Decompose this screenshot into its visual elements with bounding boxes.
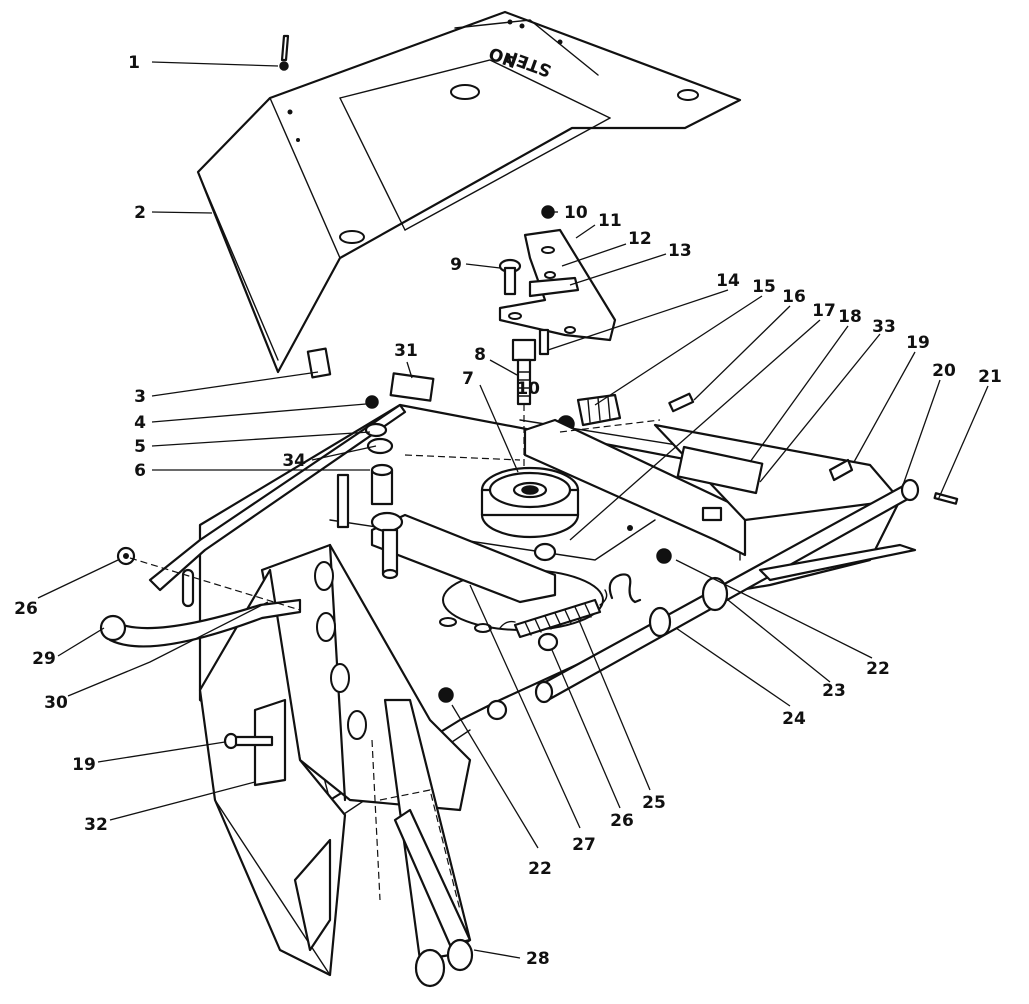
callout-26-center: 26 — [610, 811, 634, 831]
drive-rod — [534, 478, 959, 704]
callout-14: 14 — [716, 271, 740, 291]
callout-6: 6 — [134, 461, 146, 481]
nut-22-left — [438, 687, 454, 703]
tension-spring — [499, 589, 608, 639]
callout-21: 21 — [978, 367, 1002, 387]
top-cover: NO STEP — [196, 10, 742, 374]
callout-1: 1 — [128, 53, 140, 73]
clip-plate — [306, 347, 332, 379]
lower-arm — [371, 698, 474, 988]
carriage-bolt — [498, 258, 522, 296]
bracket-screw — [538, 328, 550, 356]
callout-10-lower: 10 — [516, 379, 540, 399]
callout-24: 24 — [782, 709, 806, 729]
assembly-line-left — [129, 557, 301, 611]
callout-7: 7 — [462, 369, 474, 389]
idler-arm — [370, 511, 557, 604]
callout-16: 16 — [782, 287, 806, 307]
washer-lower — [486, 699, 508, 721]
right-flat-bar — [758, 543, 917, 582]
callout-3: 3 — [134, 387, 146, 407]
callout-22-right: 22 — [866, 659, 890, 679]
callout-34: 34 — [282, 451, 306, 471]
callout-27: 27 — [572, 835, 596, 855]
s-hook — [608, 573, 642, 604]
callout-30: 30 — [44, 693, 68, 713]
decal-31 — [389, 372, 435, 402]
nut-22-right — [656, 548, 672, 564]
callout-13: 13 — [668, 241, 692, 261]
callout-12: 12 — [628, 229, 652, 249]
callout-19-left: 19 — [72, 755, 96, 775]
washer-stack — [336, 395, 394, 529]
pulley-bracket — [498, 228, 617, 342]
assembly-line-right — [559, 419, 661, 433]
callout-33: 33 — [872, 317, 896, 337]
callout-18: 18 — [838, 307, 862, 327]
callout-8: 8 — [474, 345, 486, 365]
screw-16 — [668, 392, 695, 413]
cover-pin — [279, 34, 290, 71]
callout-20: 20 — [932, 361, 956, 381]
terminal-block — [576, 393, 622, 427]
callout-29: 29 — [32, 649, 56, 669]
screw-19-right — [828, 458, 854, 482]
callout-28: 28 — [526, 949, 550, 969]
callout-17: 17 — [812, 301, 836, 321]
callout-2: 2 — [134, 203, 146, 223]
callout-22-left: 22 — [528, 859, 552, 879]
callout-9: 9 — [450, 255, 462, 275]
screw-19-left — [223, 732, 274, 750]
callout-10-top: 10 — [564, 203, 588, 223]
nut-26 — [537, 632, 559, 652]
pulley-bolt — [511, 338, 537, 470]
callout-numbers: 1 2 3 4 5 6 7 8 9 10 10 11 12 13 14 15 1… — [14, 53, 1002, 969]
callout-31: 31 — [394, 341, 418, 361]
assembly-line-center — [404, 454, 521, 461]
callout-19-right: 19 — [906, 333, 930, 353]
callout-25: 25 — [642, 793, 666, 813]
callout-15: 15 — [752, 277, 776, 297]
callout-4: 4 — [134, 413, 146, 433]
idler-pulley — [480, 466, 580, 539]
left-rod — [99, 403, 407, 648]
leader-lines — [37, 61, 989, 959]
callout-11: 11 — [598, 211, 622, 231]
callout-23: 23 — [822, 681, 846, 701]
callout-5: 5 — [134, 437, 146, 457]
callout-26-left: 26 — [14, 599, 38, 619]
callout-32: 32 — [84, 815, 108, 835]
